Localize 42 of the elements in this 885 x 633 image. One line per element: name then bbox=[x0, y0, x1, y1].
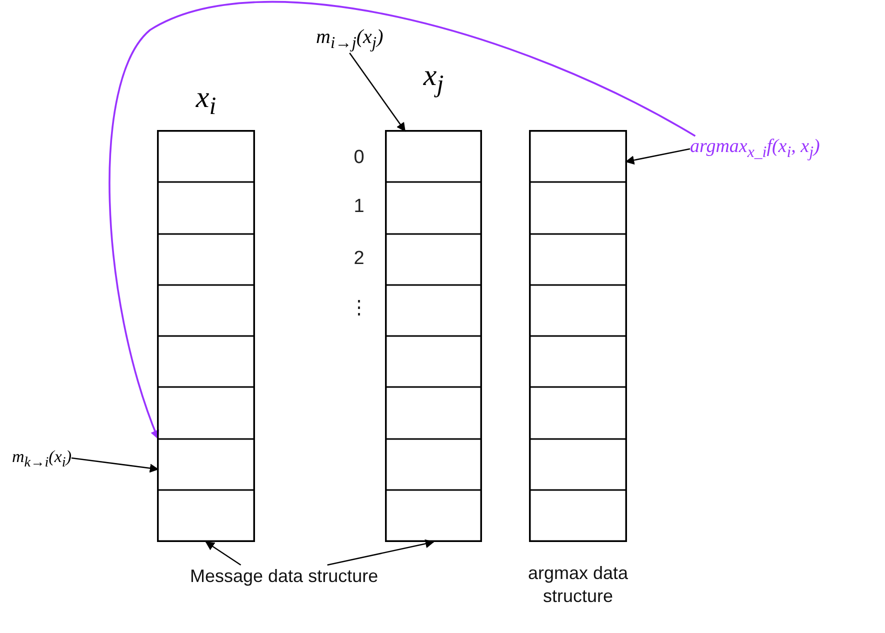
array-cell bbox=[530, 182, 626, 234]
math-label: argmax$_{x_i}$f(x$_{i}$, x$_{j}$) bbox=[690, 136, 820, 162]
array-cell bbox=[158, 182, 254, 234]
array-cell bbox=[158, 336, 254, 388]
array-cell bbox=[386, 131, 481, 182]
arrow bbox=[205, 541, 242, 566]
arrow bbox=[71, 457, 159, 473]
array-cell bbox=[386, 438, 481, 490]
array-cell bbox=[530, 336, 626, 388]
column-heading: x$_{j}$ bbox=[422, 59, 445, 99]
array-cell bbox=[386, 182, 481, 234]
array-cell bbox=[158, 387, 254, 438]
arrow bbox=[108, 1, 696, 440]
math-label: m$_{k→i}$(x$_{i}$) bbox=[12, 447, 72, 472]
math-label: m$_{i→j}$(x$_{j}$) bbox=[316, 26, 384, 53]
array-cell bbox=[158, 234, 254, 285]
column-heading: x$_{i}$ bbox=[194, 81, 218, 121]
array-cell bbox=[158, 284, 254, 336]
array-cell bbox=[530, 438, 626, 490]
array-cell bbox=[386, 387, 481, 438]
column-caption: argmax data structure bbox=[526, 562, 630, 608]
array-cell bbox=[530, 284, 626, 336]
array-cell bbox=[530, 234, 626, 285]
array-cell bbox=[530, 490, 626, 541]
array-cell bbox=[386, 490, 481, 541]
arrow bbox=[349, 52, 406, 132]
array-cell bbox=[386, 234, 481, 285]
row-index: 2 bbox=[352, 248, 366, 270]
array-cell bbox=[530, 131, 626, 182]
array-cell bbox=[158, 438, 254, 490]
arrow bbox=[327, 539, 434, 566]
array-cell bbox=[386, 284, 481, 336]
row-index: ⋮ bbox=[349, 297, 369, 320]
array-cell bbox=[158, 131, 254, 182]
array-cell bbox=[158, 490, 254, 541]
row-index: 1 bbox=[352, 196, 366, 218]
array-cell bbox=[386, 336, 481, 388]
array-cell bbox=[530, 387, 626, 438]
arrow bbox=[625, 148, 690, 165]
caption-text: Message data structure bbox=[190, 565, 378, 588]
row-index: 0 bbox=[352, 147, 366, 169]
array-column bbox=[529, 130, 627, 542]
